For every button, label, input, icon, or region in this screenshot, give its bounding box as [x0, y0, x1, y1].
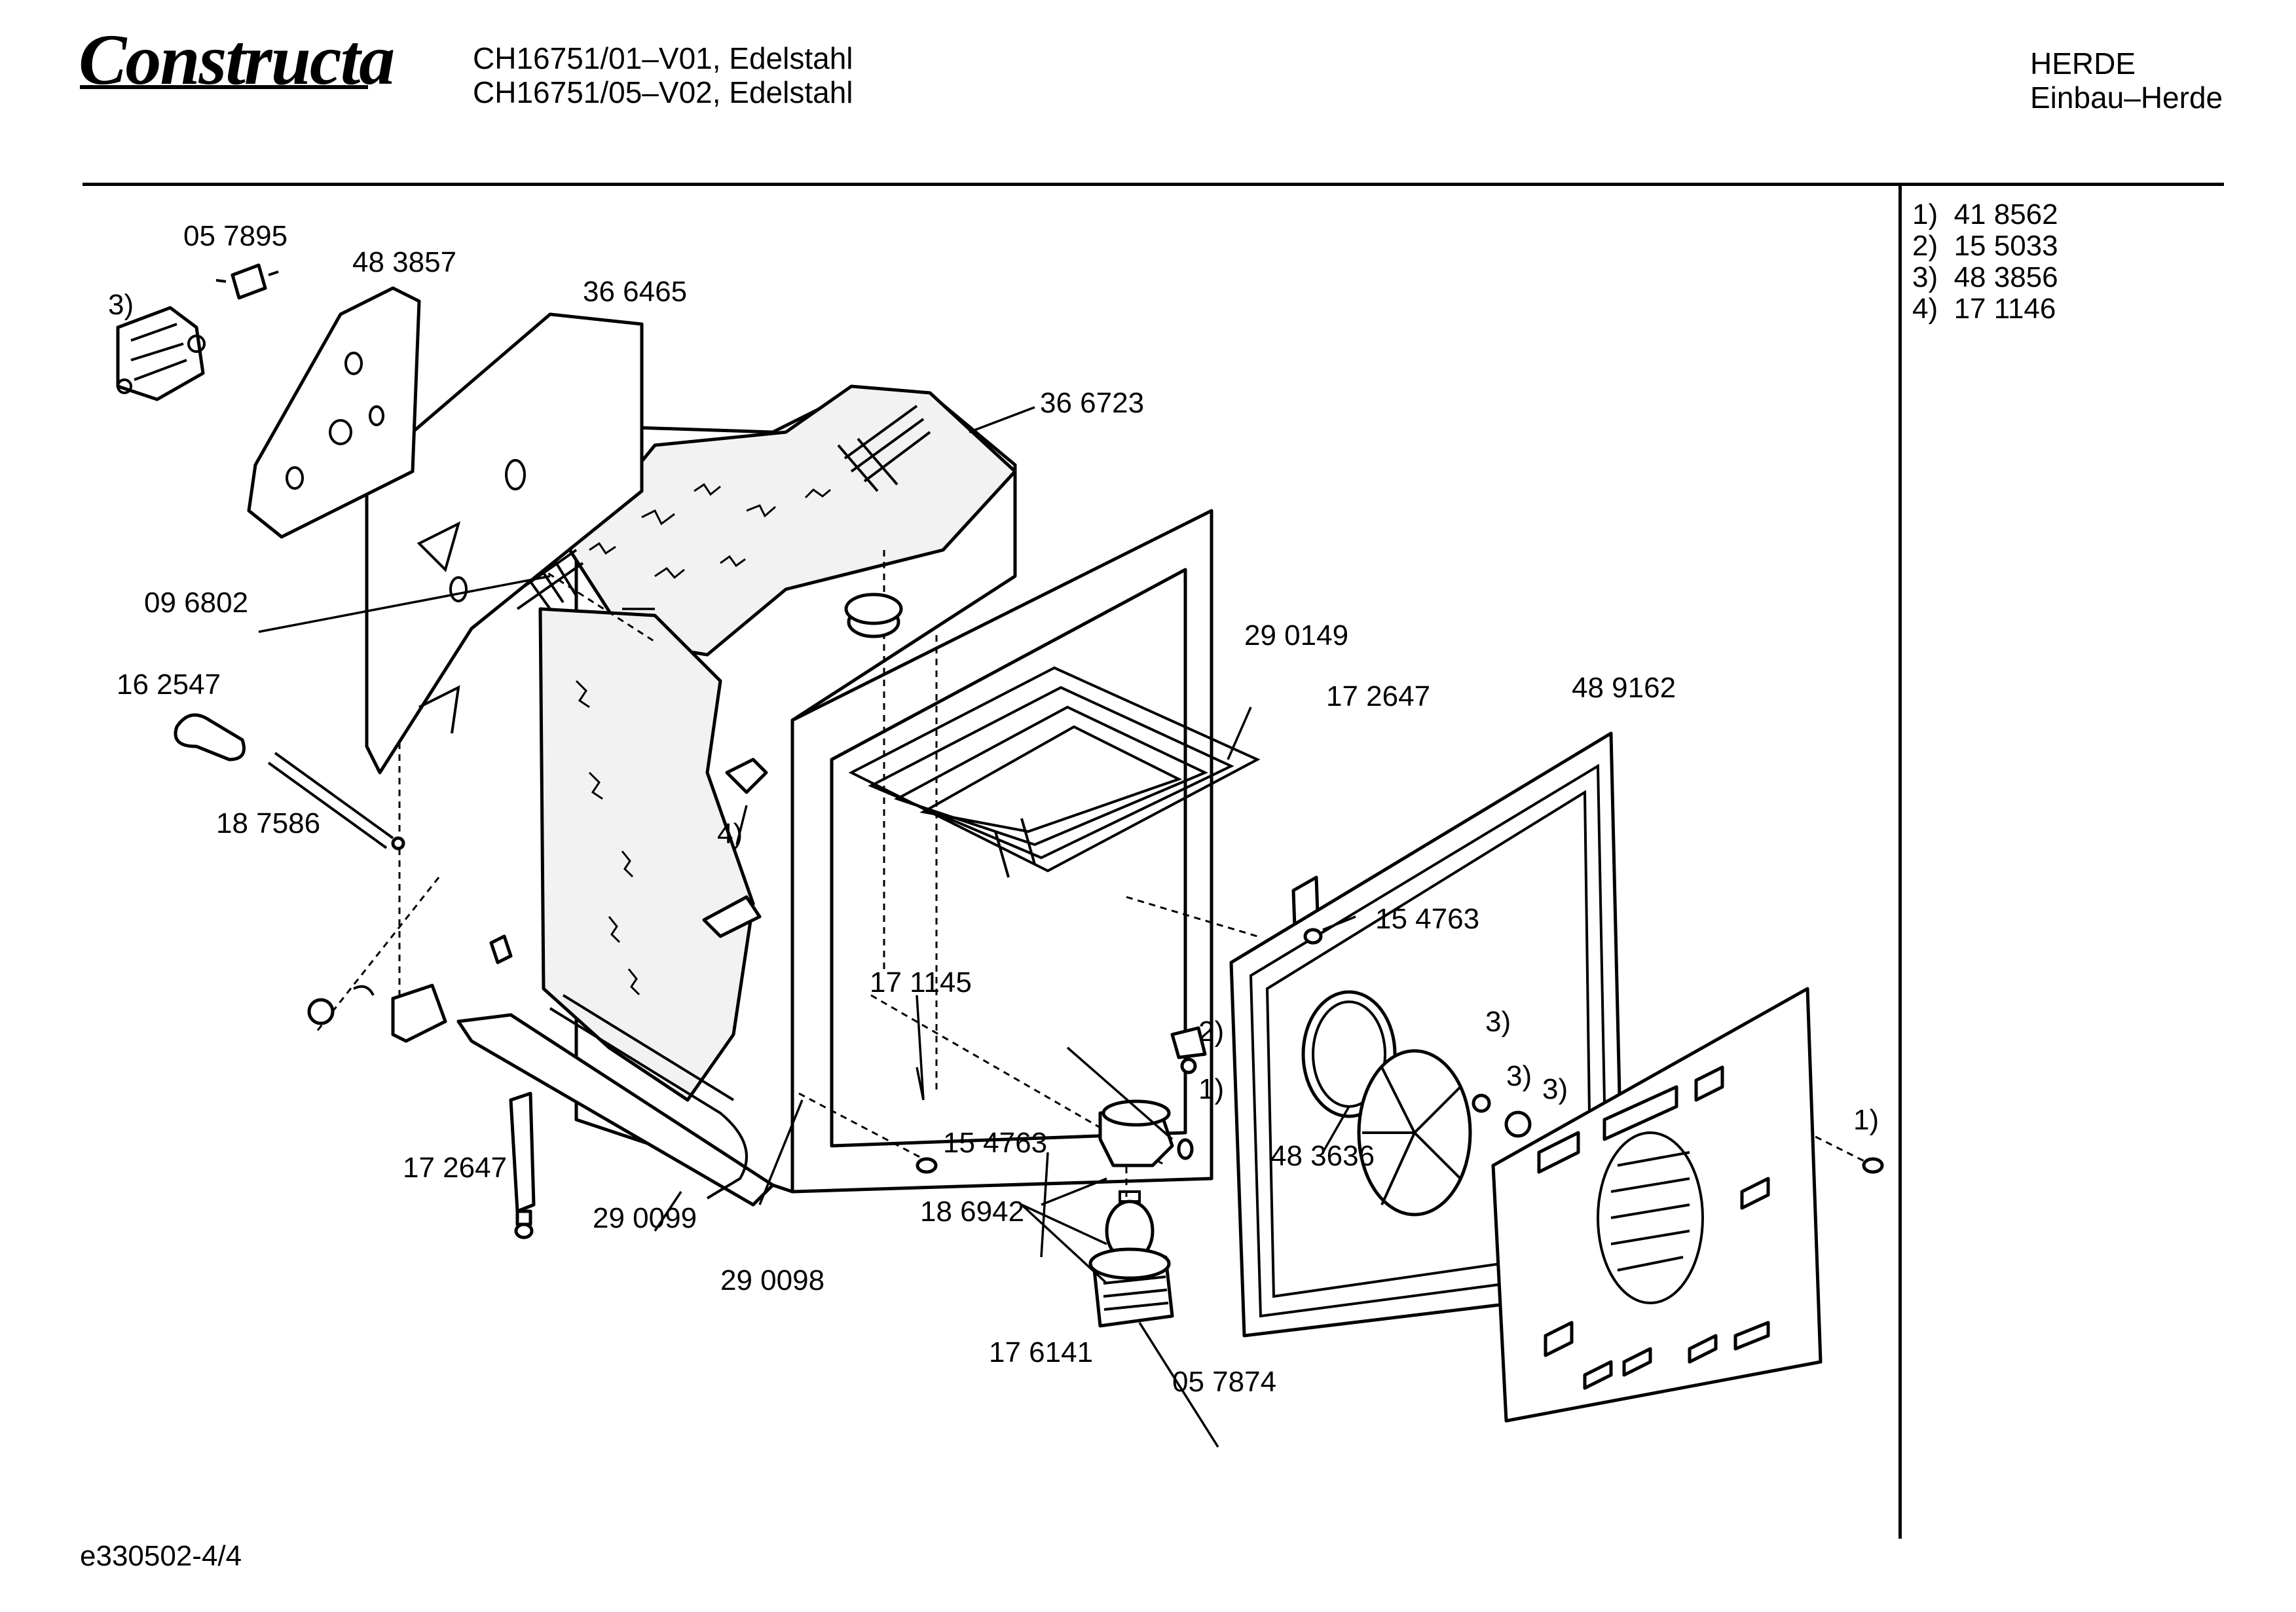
label-162547: 16 2547	[117, 669, 221, 701]
label-290098: 29 0098	[720, 1264, 824, 1296]
footnote-divider	[1898, 186, 1902, 1539]
category-label: HERDE	[2030, 46, 2136, 81]
hinge-bracket-left	[509, 1091, 536, 1239]
label-154763-bottom: 15 4763	[943, 1127, 1047, 1159]
fan-ring-and-blade	[1301, 990, 1532, 1217]
label-171145: 17 1145	[870, 966, 972, 998]
cavity-clip	[702, 758, 768, 938]
label-ref3-ring-b: 3)	[1542, 1073, 1568, 1105]
label-187586: 18 7586	[216, 807, 320, 839]
label-057895: 05 7895	[183, 220, 287, 252]
label-ref2: 2)	[1198, 1016, 1224, 1048]
label-ref4: 4)	[717, 818, 743, 850]
rear-bracket	[247, 286, 421, 539]
exploded-view-drawing: 05 7895 3) 48 3857 36 6465 36 6723 09 68…	[108, 220, 1884, 1448]
model-line-1: CH16751/01–V01, Edelstahl	[473, 41, 853, 75]
part-number-labels: 05 7895 3) 48 3857 36 6465 36 6723 09 68…	[108, 220, 1879, 1398]
subcategory-label: Einbau–Herde	[2030, 81, 2223, 115]
connector-block	[215, 263, 279, 300]
fan-cover-plate	[1491, 987, 1823, 1423]
screws	[916, 928, 1884, 1174]
oven-lamp-assembly	[1088, 1026, 1207, 1328]
footnote-2: 2) 15 5033	[1912, 230, 2058, 262]
back-wall-panel	[365, 312, 644, 775]
logo-underline	[80, 85, 368, 89]
label-290099: 29 0099	[593, 1202, 697, 1234]
footnote-3: 3) 48 3856	[1912, 261, 2058, 293]
document-id: e330502-4/4	[80, 1540, 242, 1572]
label-096802: 09 6802	[144, 587, 248, 619]
label-366723: 36 6723	[1040, 387, 1144, 419]
label-186942: 18 6942	[920, 1196, 1024, 1228]
label-366465: 36 6465	[583, 276, 687, 308]
label-057874: 05 7874	[1172, 1366, 1276, 1398]
label-290149: 29 0149	[1244, 619, 1348, 651]
label-483636: 48 3636	[1270, 1140, 1375, 1172]
label-ref3-ring-a: 3)	[1506, 1060, 1532, 1092]
label-489162: 48 9162	[1572, 672, 1676, 704]
footnote-4: 4) 17 1146	[1912, 293, 2056, 325]
label-172647-left: 17 2647	[403, 1152, 507, 1184]
label-ref3-fan: 3)	[1485, 1006, 1511, 1038]
thermostat-sensor	[174, 713, 405, 851]
footnote-1: 1) 41 8562	[1912, 198, 2058, 230]
label-ref3-top: 3)	[108, 289, 134, 321]
label-154763-right: 15 4763	[1375, 903, 1479, 935]
label-172647-right: 17 2647	[1326, 680, 1430, 712]
label-176141: 17 6141	[989, 1336, 1093, 1368]
model-line-2: CH16751/05–V02, Edelstahl	[473, 75, 853, 109]
label-ref1-center: 1)	[1198, 1073, 1224, 1105]
heating-element-rack	[848, 666, 1261, 878]
label-483857: 48 3857	[352, 246, 456, 278]
fixing-parts-left	[307, 934, 513, 1043]
header-divider	[83, 183, 2224, 186]
leader-lines	[258, 406, 1356, 1448]
label-ref1-right: 1)	[1853, 1104, 1879, 1136]
fan-motor	[116, 306, 206, 401]
